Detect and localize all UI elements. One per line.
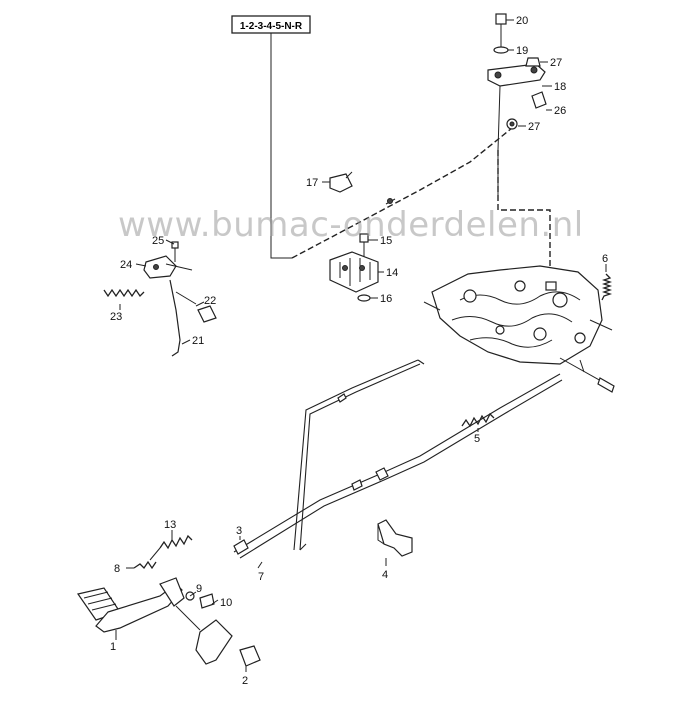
callout-4: 4: [382, 569, 388, 581]
callout-22: 22: [204, 295, 216, 307]
pedal-assembly: [77, 560, 261, 667]
callout-21: 21: [192, 335, 204, 347]
callout-5: 5: [474, 433, 480, 445]
spring-6: [601, 273, 613, 301]
bolt-head-20: [495, 13, 507, 25]
gear-positions-label: 1-2-3-4-5-N-R: [240, 21, 303, 32]
clip-10: [199, 593, 215, 609]
bracket-4: [377, 519, 413, 557]
callout-7: 7: [258, 571, 264, 583]
pedal-shaft: [195, 619, 233, 665]
callout-17: 17: [306, 177, 318, 189]
bracket-14: [329, 251, 379, 293]
drive-cable-lower: [233, 373, 563, 559]
bracket-17: [329, 171, 353, 193]
spring-8-hook: [133, 560, 157, 570]
callout-16: 16: [380, 293, 392, 305]
spring-23: [103, 288, 145, 298]
callout-19: 19: [516, 45, 528, 57]
callout-18: 18: [554, 81, 566, 93]
clutch-cable-lower: [293, 359, 425, 551]
callout-24: 24: [120, 259, 132, 271]
ball-joint-26: [531, 91, 547, 109]
callout-23: 23: [110, 311, 122, 323]
grip-22: [197, 305, 217, 323]
callout-25: 25: [152, 235, 164, 247]
callout-13: 13: [164, 519, 176, 531]
mount-bracket-14-group: [329, 233, 379, 302]
callout-6: 6: [602, 253, 608, 265]
rod-21: [169, 279, 197, 357]
header-leader-line: [270, 33, 292, 259]
spring-13: [149, 534, 193, 561]
callout-3: 3: [236, 525, 242, 537]
lever-bracket-24: [143, 241, 193, 279]
transaxle: [423, 265, 615, 393]
nut-27-top: [525, 57, 541, 67]
watermark-text: www.bumac-onderdelen.nl: [118, 205, 584, 245]
callout-1: 1: [110, 641, 116, 653]
bushing-2: [239, 645, 261, 667]
callout-2: 2: [242, 675, 248, 687]
callout-14: 14: [386, 267, 398, 279]
callout-26: 26: [554, 105, 566, 117]
cable-fitting-3: [233, 539, 249, 555]
shift-lever-assembly: [487, 13, 551, 282]
callout-10: 10: [220, 597, 232, 609]
shift-cable-upper: [291, 118, 518, 259]
washer-19: [493, 46, 509, 54]
spring-5: [461, 412, 495, 428]
callout-9: 9: [196, 583, 202, 595]
callout-27-bottom: 27: [528, 121, 540, 133]
callout-8: 8: [114, 563, 120, 575]
gear-positions-box: 1-2-3-4-5-N-R: [231, 15, 311, 34]
washer-16: [357, 294, 371, 302]
callout-leaders: [115, 19, 607, 672]
callout-labels: 20 19 27 18 26 27 17 15 14 16 25 24 22 2…: [110, 15, 608, 687]
callout-15: 15: [380, 235, 392, 247]
callout-20: 20: [516, 15, 528, 27]
callout-27-top: 27: [550, 57, 562, 69]
